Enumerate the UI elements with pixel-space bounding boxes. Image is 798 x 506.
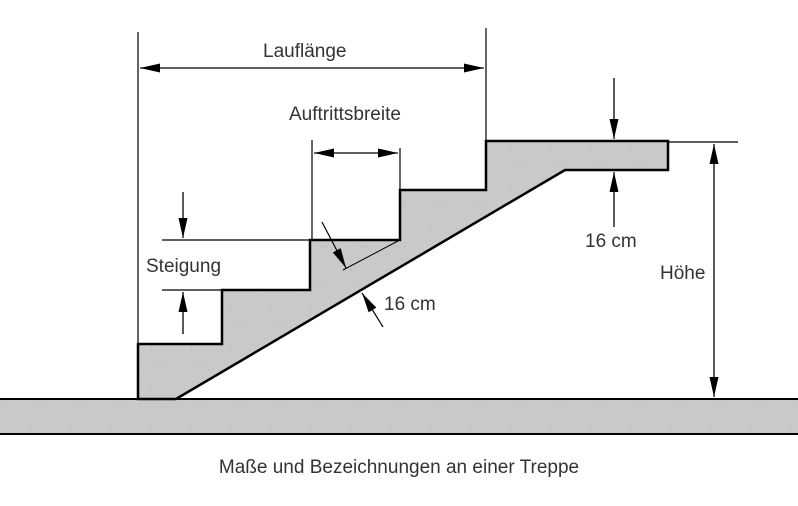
riser-label: Steigung [146,256,222,277]
run-length-label: Lauflänge [263,41,347,62]
diagram-caption: Maße und Bezeichnungen an einer Treppe [218,457,580,478]
tread-width-label: Auftrittsbreite [289,104,401,125]
height-label: Höhe [660,263,706,284]
diagonal-thickness-label: 16 cm [384,294,436,315]
landing-thickness-label: 16 cm [585,231,637,252]
diagonal-thickness-dimension [321,221,399,328]
ground-slab [0,398,798,435]
extension-lines [137,28,738,344]
